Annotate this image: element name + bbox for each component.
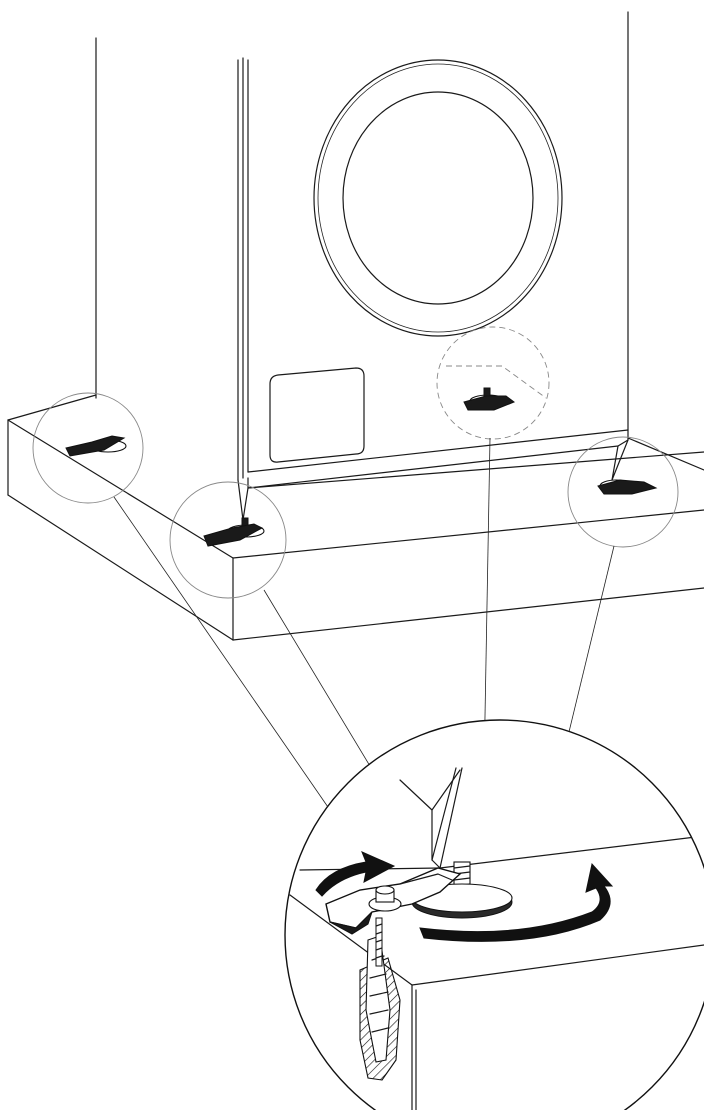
rotation-arrow-right	[419, 862, 614, 942]
screw	[375, 917, 383, 967]
magnified-detail-view	[284, 719, 704, 1110]
callout-circles	[32, 326, 679, 599]
hex-bolt	[368, 885, 402, 912]
rotation-arrow-left	[315, 851, 396, 897]
leveling-foot-front-left	[203, 517, 265, 547]
leveling-foot-front-right	[597, 479, 658, 495]
leveling-foot-rear-right	[463, 387, 516, 411]
appliance-cabinet	[95, 11, 629, 521]
service-panel	[269, 367, 365, 463]
leader-lines	[113, 437, 615, 811]
leveling-foot-rear-left	[65, 435, 127, 457]
porthole-door	[313, 59, 563, 337]
hidden-edge	[446, 365, 547, 399]
plinth-platform	[7, 394, 704, 641]
